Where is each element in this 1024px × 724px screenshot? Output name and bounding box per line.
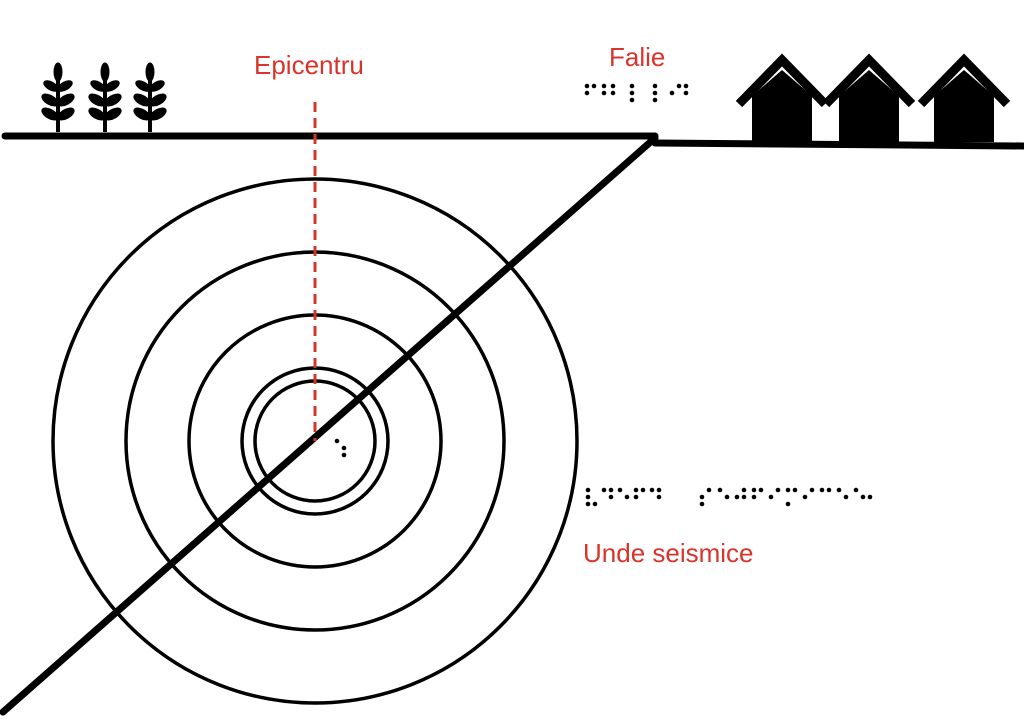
tree-icon: [88, 62, 122, 132]
braille-seismic-waves: [585, 487, 873, 507]
seismic-waves-label: Unde seismice: [583, 538, 754, 568]
wave-ring: [51, 177, 579, 705]
epicenter-label: Epicentru: [254, 50, 364, 80]
house-icon: [917, 53, 1011, 142]
braille-fault: [584, 83, 689, 103]
ground-surface: [1, 132, 1024, 150]
house-icon: [822, 53, 916, 142]
fault-label: Falie: [609, 42, 666, 72]
houses: [735, 53, 1011, 142]
tree-icon: [133, 62, 167, 132]
trees: [41, 62, 167, 132]
house-icon: [735, 53, 829, 142]
fault-line: [0, 134, 659, 716]
braille-hypocenter: [334, 438, 347, 458]
tree-icon: [41, 62, 75, 132]
